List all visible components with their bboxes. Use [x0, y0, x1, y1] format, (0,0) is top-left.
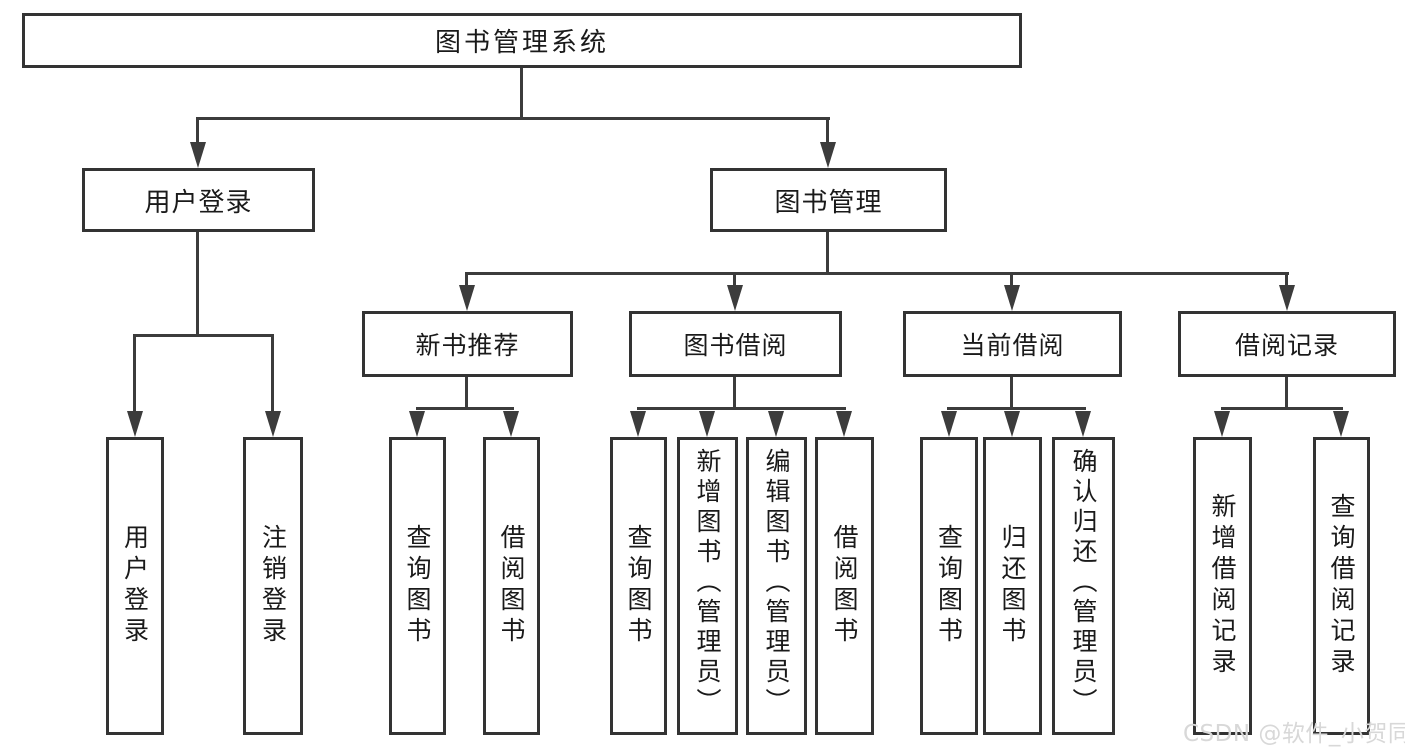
- arrow-down-icon: [630, 411, 646, 437]
- node-library-system: 图书管理系统: [22, 13, 1022, 68]
- connector-line: [196, 118, 199, 146]
- arrow-down-icon: [1333, 411, 1349, 437]
- leaf-borrow-books: 借阅图书: [815, 437, 874, 735]
- leaf-query-books-recommend: 查询图书: [389, 437, 446, 735]
- connector-line: [133, 334, 274, 337]
- arrow-down-icon: [265, 411, 281, 437]
- connector-line: [465, 272, 1289, 275]
- arrow-down-icon: [1004, 285, 1020, 311]
- node-book-borrow: 图书借阅: [629, 311, 842, 377]
- watermark: CSDN @软件_小贺同学: [1183, 721, 1405, 747]
- connector-line: [271, 335, 274, 415]
- arrow-down-icon: [727, 285, 743, 311]
- node-borrow-records: 借阅记录: [1178, 311, 1396, 377]
- node-current-borrow: 当前借阅: [903, 311, 1122, 377]
- leaf-edit-book-admin: 编辑图书（管理员）: [746, 437, 807, 735]
- leaf-logout: 注销登录: [243, 437, 303, 735]
- leaf-query-borrow-record: 查询借阅记录: [1313, 437, 1370, 735]
- connector-line: [826, 232, 829, 274]
- arrow-down-icon: [836, 411, 852, 437]
- arrow-down-icon: [1004, 411, 1020, 437]
- leaf-add-book-admin: 新增图书（管理员）: [677, 437, 738, 735]
- arrow-down-icon: [1075, 411, 1091, 437]
- connector-line: [1010, 375, 1013, 408]
- arrow-down-icon: [190, 142, 206, 168]
- connector-line: [947, 407, 1086, 410]
- leaf-add-borrow-record: 新增借阅记录: [1193, 437, 1252, 735]
- leaf-borrow-books-recommend: 借阅图书: [483, 437, 540, 735]
- connector-line: [196, 117, 830, 120]
- arrow-down-icon: [459, 285, 475, 311]
- leaf-user-login: 用户登录: [106, 437, 164, 735]
- connector-line: [826, 118, 829, 146]
- leaf-return-book: 归还图书: [983, 437, 1042, 735]
- connector-line: [1221, 407, 1343, 410]
- arrow-down-icon: [1214, 411, 1230, 437]
- connector-line: [465, 273, 468, 289]
- leaf-query-books-borrow: 查询图书: [610, 437, 667, 735]
- connector-line: [637, 407, 846, 410]
- arrow-down-icon: [820, 142, 836, 168]
- arrow-down-icon: [503, 411, 519, 437]
- arrow-down-icon: [127, 411, 143, 437]
- leaf-confirm-return-admin: 确认归还（管理员）: [1052, 437, 1115, 735]
- connector-line: [733, 375, 736, 408]
- connector-line: [1010, 273, 1013, 289]
- node-new-book-recommend: 新书推荐: [362, 311, 573, 377]
- arrow-down-icon: [768, 411, 784, 437]
- arrow-down-icon: [1279, 285, 1295, 311]
- connector-line: [196, 232, 199, 336]
- connector-line: [465, 375, 468, 408]
- leaf-query-books-current: 查询图书: [920, 437, 978, 735]
- connector-line: [520, 65, 523, 118]
- arrow-down-icon: [409, 411, 425, 437]
- arrow-down-icon: [941, 411, 957, 437]
- arrow-down-icon: [699, 411, 715, 437]
- node-user-login: 用户登录: [82, 168, 315, 232]
- connector-line: [733, 273, 736, 289]
- connector-line: [133, 335, 136, 415]
- node-book-management: 图书管理: [710, 168, 947, 232]
- connector-line: [1285, 273, 1288, 289]
- connector-line: [1285, 375, 1288, 408]
- connector-line: [416, 407, 514, 410]
